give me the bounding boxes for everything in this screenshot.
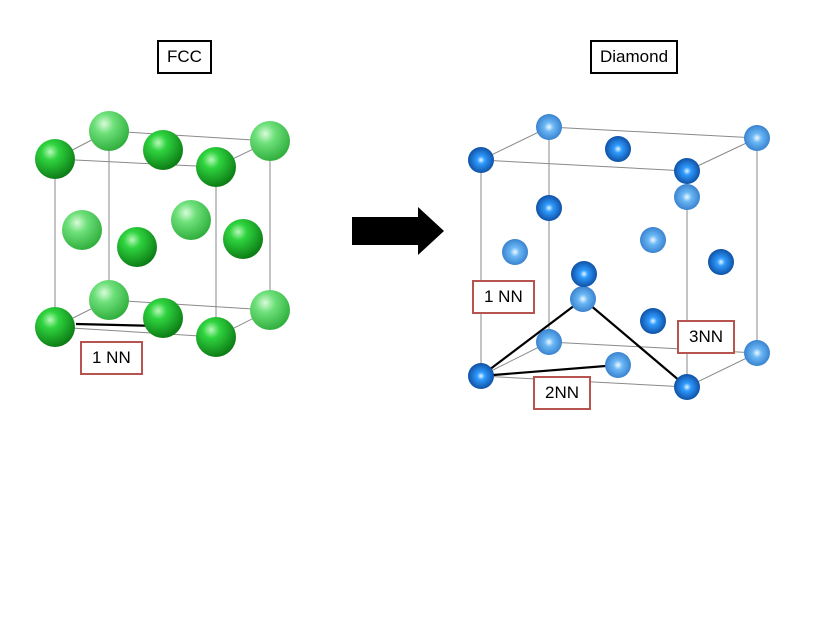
fcc-atom xyxy=(89,111,129,151)
diamond-atom xyxy=(674,184,700,210)
diamond-atom xyxy=(468,147,494,173)
fcc-atom xyxy=(117,227,157,267)
diamond-atoms xyxy=(468,114,770,400)
diamond-atom xyxy=(502,239,528,265)
diamond-2nn-label: 2NN xyxy=(533,376,592,410)
fcc-atom xyxy=(143,130,183,170)
fcc-atom xyxy=(89,280,129,320)
fcc-atom xyxy=(223,219,263,259)
diamond-1nn-label: 1 NN xyxy=(472,280,535,314)
diamond-atom xyxy=(674,374,700,400)
fcc-atom xyxy=(250,121,290,161)
diamond-atom xyxy=(605,136,631,162)
fcc-atom xyxy=(35,307,75,347)
diamond-1nn-bond xyxy=(480,298,584,377)
fcc-1nn-label: 1 NN xyxy=(80,341,143,375)
diamond-atom xyxy=(570,286,596,312)
right-arrow-icon xyxy=(352,207,444,255)
fcc-atom xyxy=(196,147,236,187)
diamond-atom xyxy=(536,195,562,221)
diamond-3nn-bond xyxy=(582,298,688,388)
diamond-atom xyxy=(640,308,666,334)
fcc-title: FCC xyxy=(157,40,212,74)
fcc-atom xyxy=(143,298,183,338)
diamond-bonds xyxy=(480,298,688,388)
diamond-title: Diamond xyxy=(590,40,679,74)
diamond-atom xyxy=(536,114,562,140)
fcc-atoms xyxy=(35,111,290,357)
diamond-atom xyxy=(605,352,631,378)
diamond-atom xyxy=(744,340,770,366)
fcc-atom xyxy=(35,139,75,179)
diamond-atom xyxy=(468,363,494,389)
diamond-atom xyxy=(571,261,597,287)
fcc-atom xyxy=(62,210,102,250)
fcc-atom xyxy=(171,200,211,240)
diamond-atom xyxy=(640,227,666,253)
diamond-atom xyxy=(674,158,700,184)
diamond-3nn-label: 3NN xyxy=(677,320,736,354)
fcc-atom xyxy=(196,317,236,357)
diamond-atom xyxy=(744,125,770,151)
diamond-atom xyxy=(536,329,562,355)
fcc-atom xyxy=(250,290,290,330)
diamond-2nn-bond xyxy=(480,363,619,378)
diamond-atom xyxy=(708,249,734,275)
